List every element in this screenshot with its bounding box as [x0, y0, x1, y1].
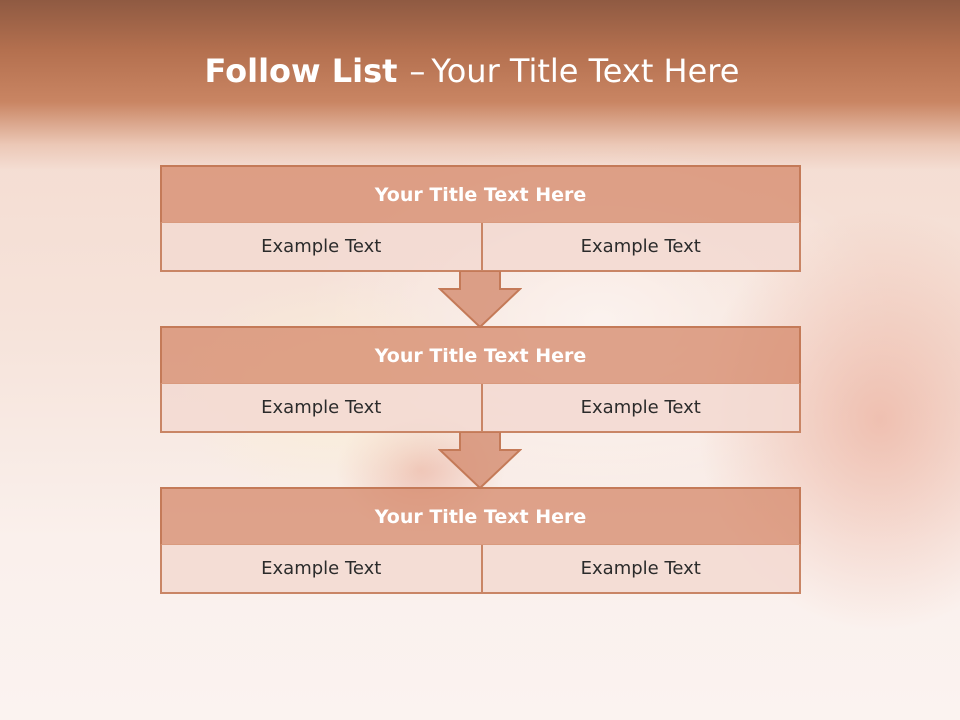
block-row: Example Text Example Text: [160, 545, 801, 594]
title-separator: –: [409, 52, 426, 90]
block-cell-left: Example Text: [160, 545, 481, 594]
block-heading: Your Title Text Here: [160, 165, 801, 223]
block-cell-left: Example Text: [160, 223, 481, 272]
down-arrow-icon: [438, 271, 522, 329]
block-heading: Your Title Text Here: [160, 487, 801, 545]
follow-block-3: Your Title Text Here Example Text Exampl…: [160, 487, 801, 594]
block-cell-right: Example Text: [480, 384, 801, 433]
down-arrow-icon: [438, 432, 522, 490]
block-row: Example Text Example Text: [160, 223, 801, 272]
block-row: Example Text Example Text: [160, 384, 801, 433]
arrow-shape: [438, 432, 522, 490]
header-band: [0, 0, 960, 170]
follow-block-2: Your Title Text Here Example Text Exampl…: [160, 326, 801, 433]
block-cell-right: Example Text: [480, 545, 801, 594]
block-cell-left: Example Text: [160, 384, 481, 433]
title-bold-text: Follow List: [204, 52, 398, 90]
arrow-shape: [438, 271, 522, 329]
block-heading: Your Title Text Here: [160, 326, 801, 384]
slide-title: Follow List–Your Title Text Here: [0, 52, 944, 90]
follow-block-1: Your Title Text Here Example Text Exampl…: [160, 165, 801, 272]
block-cell-right: Example Text: [480, 223, 801, 272]
title-rest-text: Your Title Text Here: [431, 52, 740, 90]
